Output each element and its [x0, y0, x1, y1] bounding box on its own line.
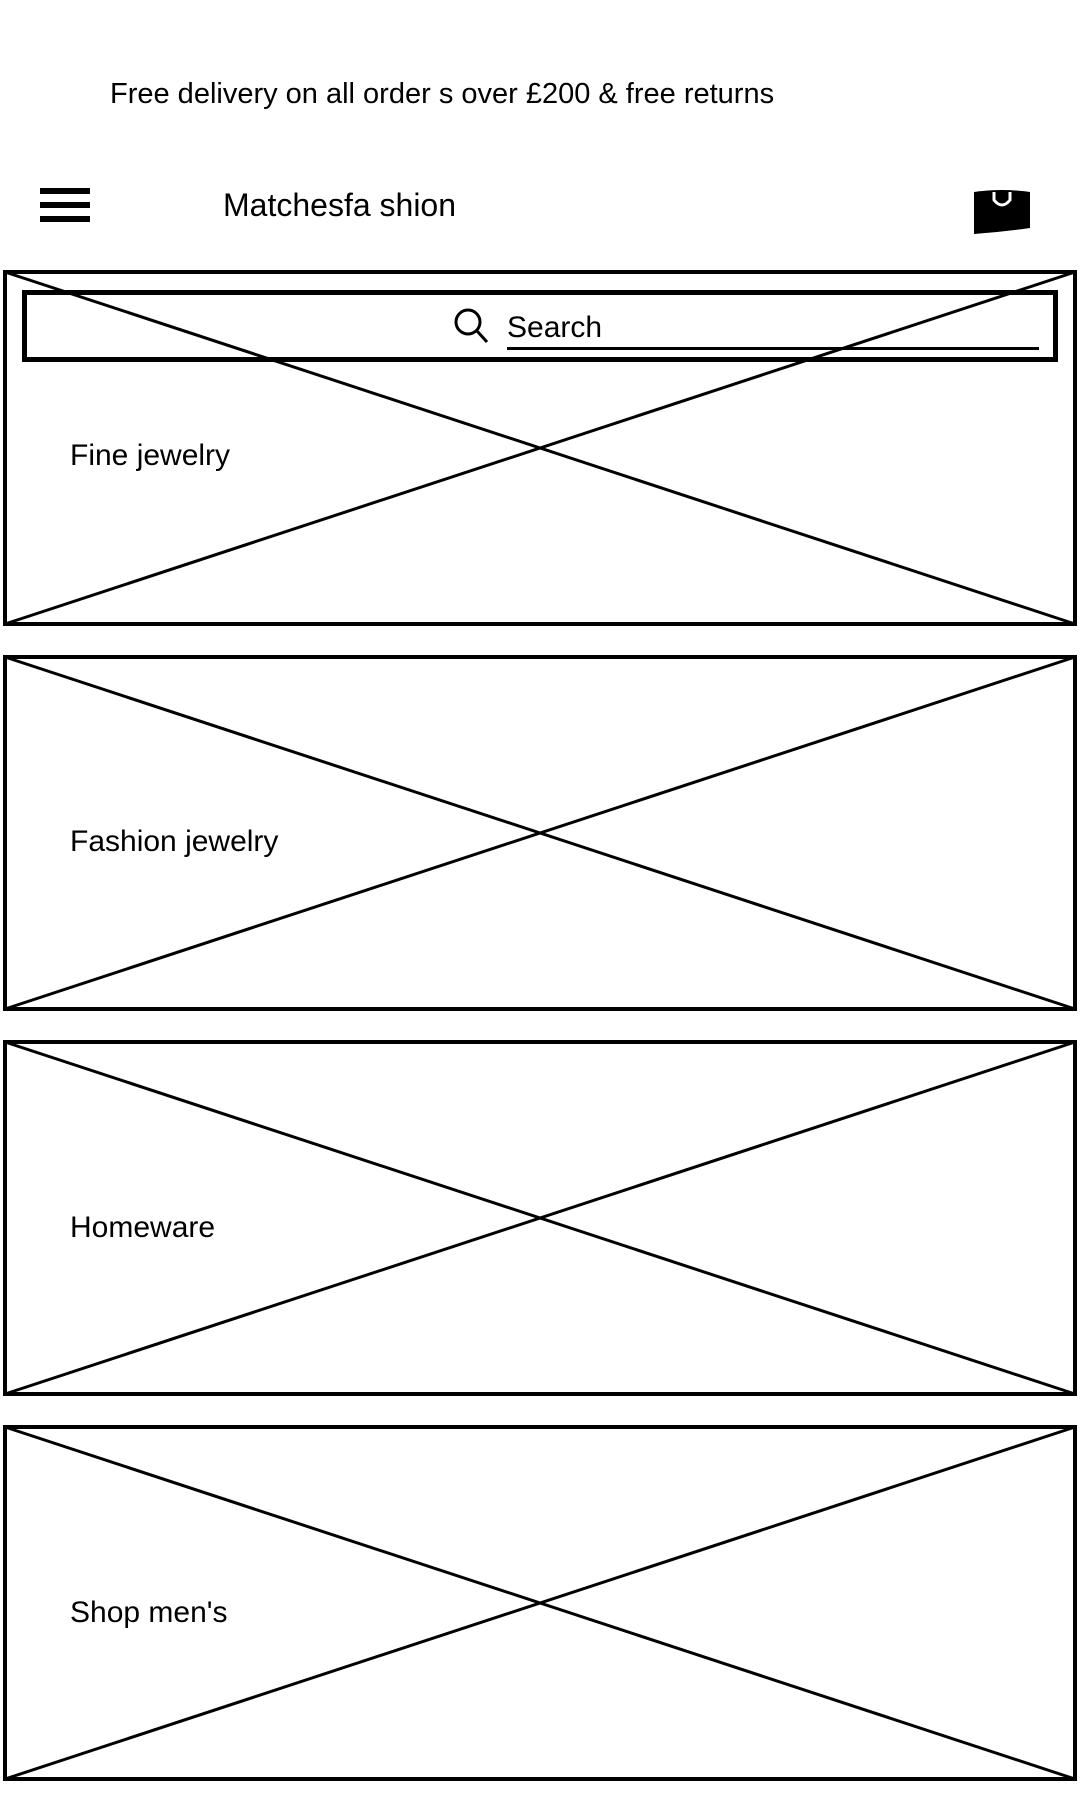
search-icon[interactable] [453, 307, 489, 347]
image-placeholder [3, 1040, 1077, 1396]
menu-bar [40, 216, 90, 222]
category-label: Homeware [70, 1211, 216, 1244]
search-bar[interactable] [22, 290, 1058, 362]
category-label: Fine jewelry [70, 439, 231, 472]
menu-bar [40, 188, 90, 194]
shopping-bag-icon[interactable] [972, 188, 1032, 236]
menu-bar [40, 202, 90, 208]
category-tile-shop-mens[interactable]: Shop men's [3, 1425, 1077, 1781]
category-tile-fashion-jewelry[interactable]: Fashion jewelry [3, 655, 1077, 1011]
search-input[interactable] [507, 309, 1039, 350]
category-label: Shop men's [70, 1596, 228, 1629]
category-tile-homeware[interactable]: Homeware [3, 1040, 1077, 1396]
promo-banner: Free delivery on all order s over £200 &… [110, 78, 775, 110]
image-placeholder [3, 655, 1077, 1011]
image-placeholder [3, 1425, 1077, 1781]
category-label: Fashion jewelry [70, 825, 279, 858]
hamburger-menu-icon[interactable] [40, 188, 90, 228]
brand-name[interactable]: Matchesfa shion [223, 187, 457, 223]
